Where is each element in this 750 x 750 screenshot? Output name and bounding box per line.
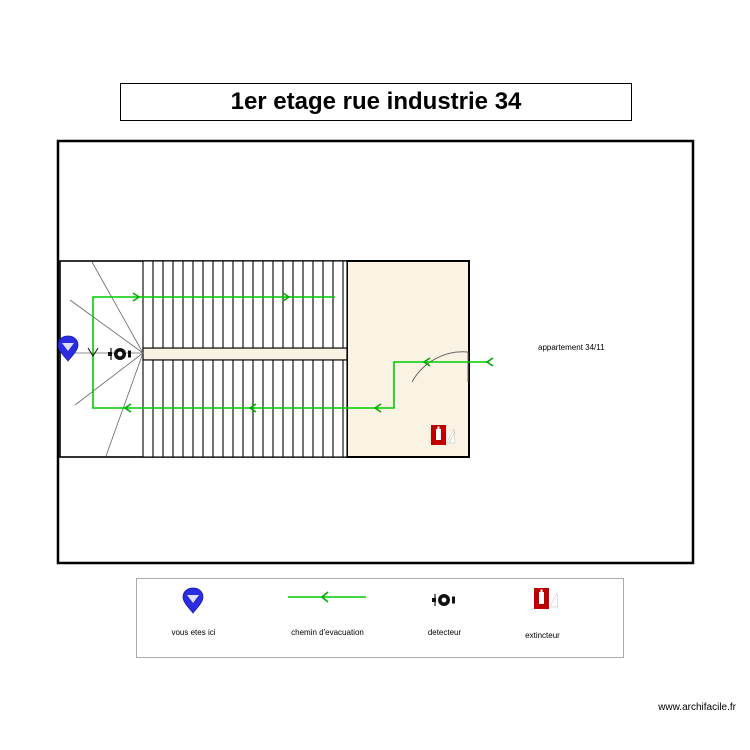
legend-label-extinguisher: extincteur (525, 631, 560, 640)
page-title: 1er etage rue industrie 34 (230, 88, 522, 115)
evacuation-path (92, 296, 489, 409)
evacuation-arrowheads (123, 292, 494, 413)
fire-extinguisher-icon-plan (431, 425, 456, 445)
apartment-room (346, 260, 470, 458)
you-are-here-pin (57, 335, 79, 362)
plan-title-box: 1er etage rue industrie 34 (120, 83, 632, 121)
legend-label-you-are-here: vous etes ici (171, 628, 216, 637)
door-swing (411, 351, 469, 383)
legend-box (136, 578, 624, 658)
legend-label-evacuation-path: chemin d'evacuation (291, 628, 364, 637)
legend-label-detector: detecteur (427, 628, 462, 637)
stair-treads-upper (142, 260, 348, 349)
detector-marks (87, 347, 99, 357)
stair-landing (142, 347, 348, 361)
smoke-detector-icon-plan (108, 348, 131, 360)
apartment-label: appartement 34/11 (538, 343, 605, 352)
footer-url: www.archifacile.fr (658, 702, 736, 713)
stair-fan-lines (66, 261, 144, 457)
